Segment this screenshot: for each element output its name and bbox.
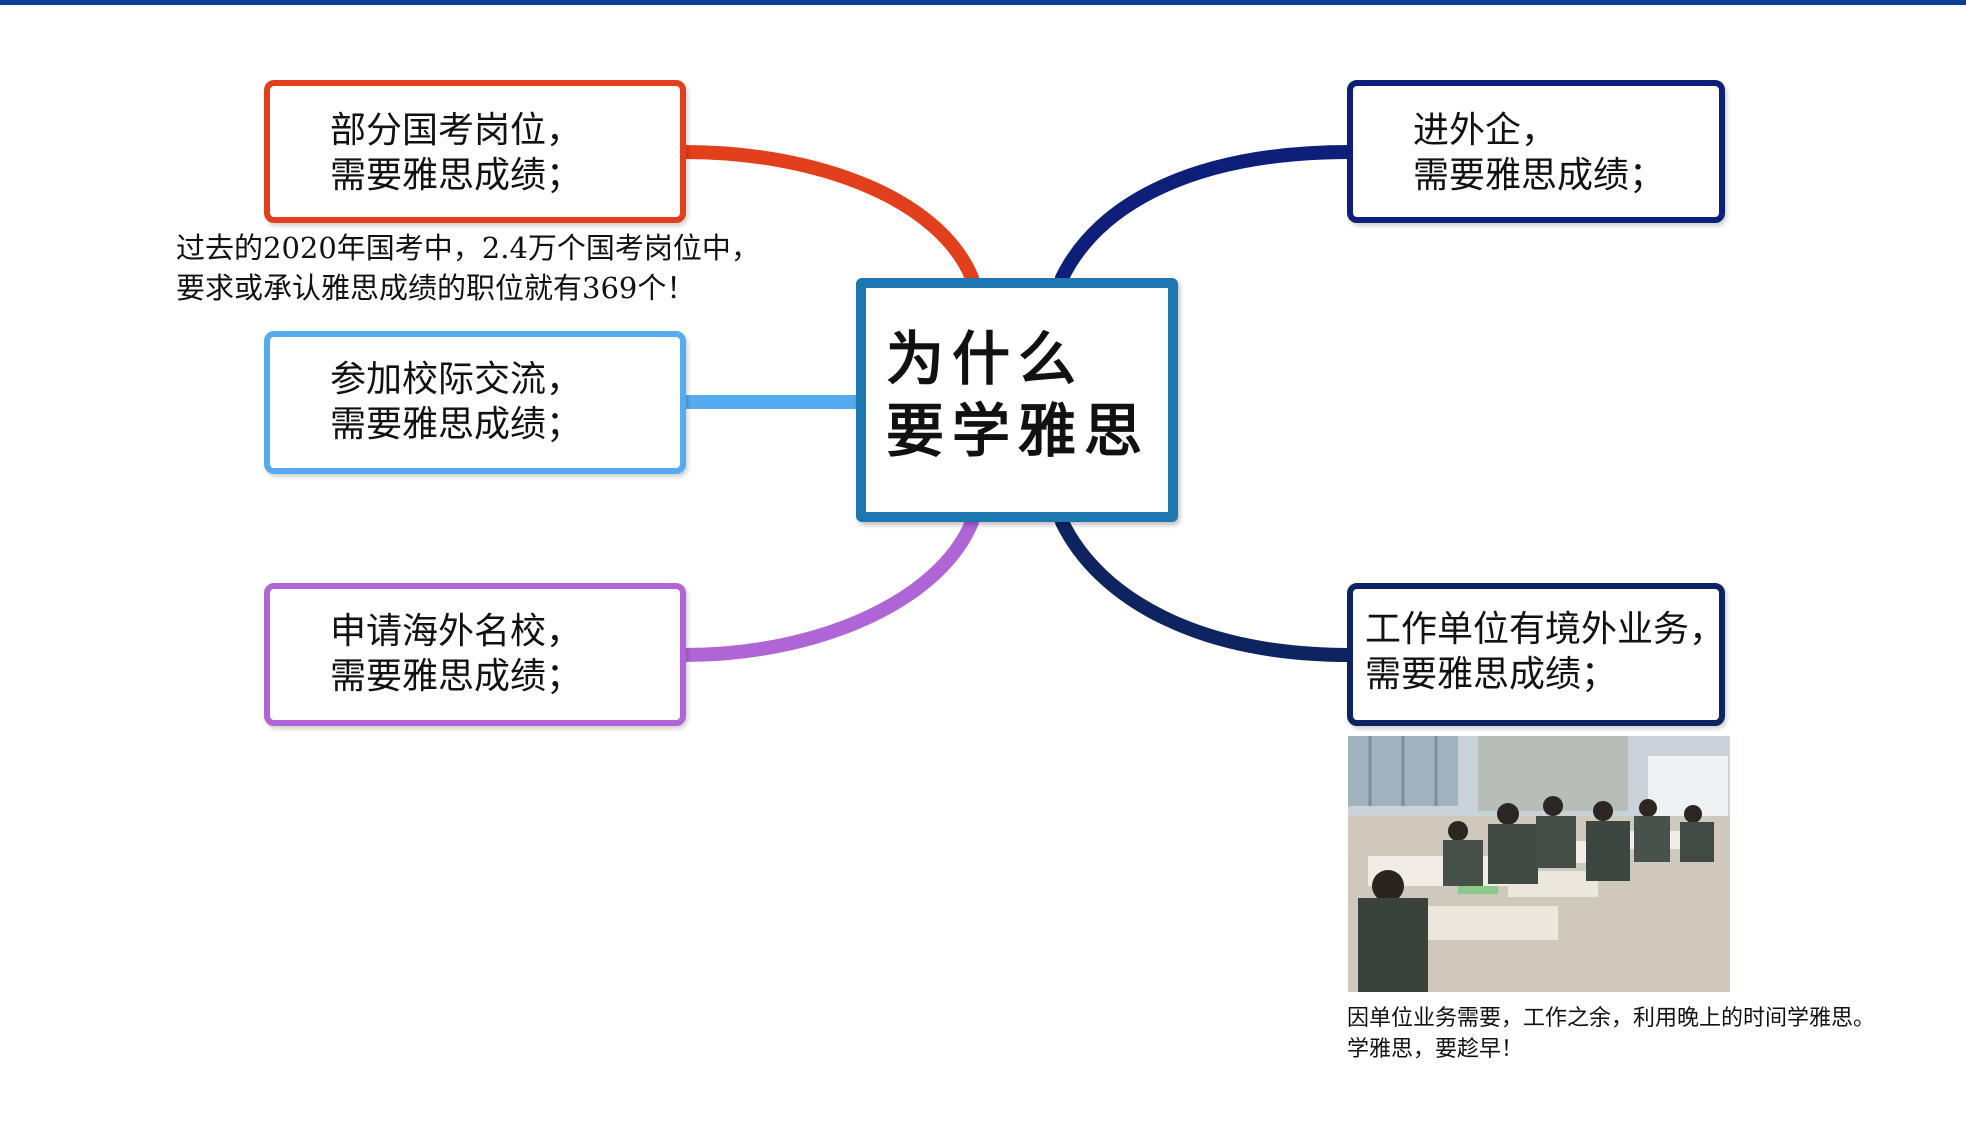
node-overseas-business: 工作单位有境外业务， 需要雅思成绩；	[1347, 583, 1725, 726]
node-study-abroad-line1: 申请海外名校，	[330, 611, 582, 652]
exam-stat-note: 过去的2020年国考中，2.4万个国考岗位中， 要求或承认雅思成绩的职位就有36…	[176, 228, 760, 308]
connector-overseas-business	[1062, 522, 1350, 655]
connector-study-abroad	[684, 522, 972, 655]
exam-stat-note-line2: 要求或承认雅思成绩的职位就有369个！	[176, 271, 695, 305]
node-study-abroad-line2: 需要雅思成绩；	[330, 656, 582, 697]
central-topic-line1: 为什么	[886, 325, 1084, 393]
photo-caption-line2: 学雅思，要趁早！	[1347, 1037, 1523, 1062]
node-civil-service-line1: 部分国考岗位，	[330, 110, 582, 151]
photo-caption: 因单位业务需要，工作之余，利用晚上的时间学雅思。 学雅思，要趁早！	[1347, 1003, 1875, 1065]
node-foreign-company-line2: 需要雅思成绩；	[1413, 155, 1665, 196]
node-civil-service-line2: 需要雅思成绩；	[330, 155, 582, 196]
node-study-abroad: 申请海外名校， 需要雅思成绩；	[264, 583, 686, 726]
node-civil-service: 部分国考岗位， 需要雅思成绩；	[264, 80, 686, 223]
node-overseas-business-line1: 工作单位有境外业务，	[1365, 609, 1725, 650]
classroom-photo	[1348, 736, 1730, 992]
central-topic-line2: 要学雅思	[886, 397, 1150, 465]
connector-foreign-company	[1062, 152, 1350, 278]
node-foreign-company: 进外企， 需要雅思成绩；	[1347, 80, 1725, 223]
node-exchange-line1: 参加校际交流，	[330, 359, 582, 400]
exam-stat-note-line1: 过去的2020年国考中，2.4万个国考岗位中，	[176, 231, 760, 265]
central-topic: 为什么 要学雅思	[856, 278, 1178, 522]
node-exchange-line2: 需要雅思成绩；	[330, 404, 582, 445]
node-overseas-business-line2: 需要雅思成绩；	[1365, 654, 1617, 695]
node-exchange: 参加校际交流， 需要雅思成绩；	[264, 331, 686, 474]
photo-caption-line1: 因单位业务需要，工作之余，利用晚上的时间学雅思。	[1347, 1006, 1875, 1031]
node-foreign-company-line1: 进外企，	[1413, 110, 1557, 151]
